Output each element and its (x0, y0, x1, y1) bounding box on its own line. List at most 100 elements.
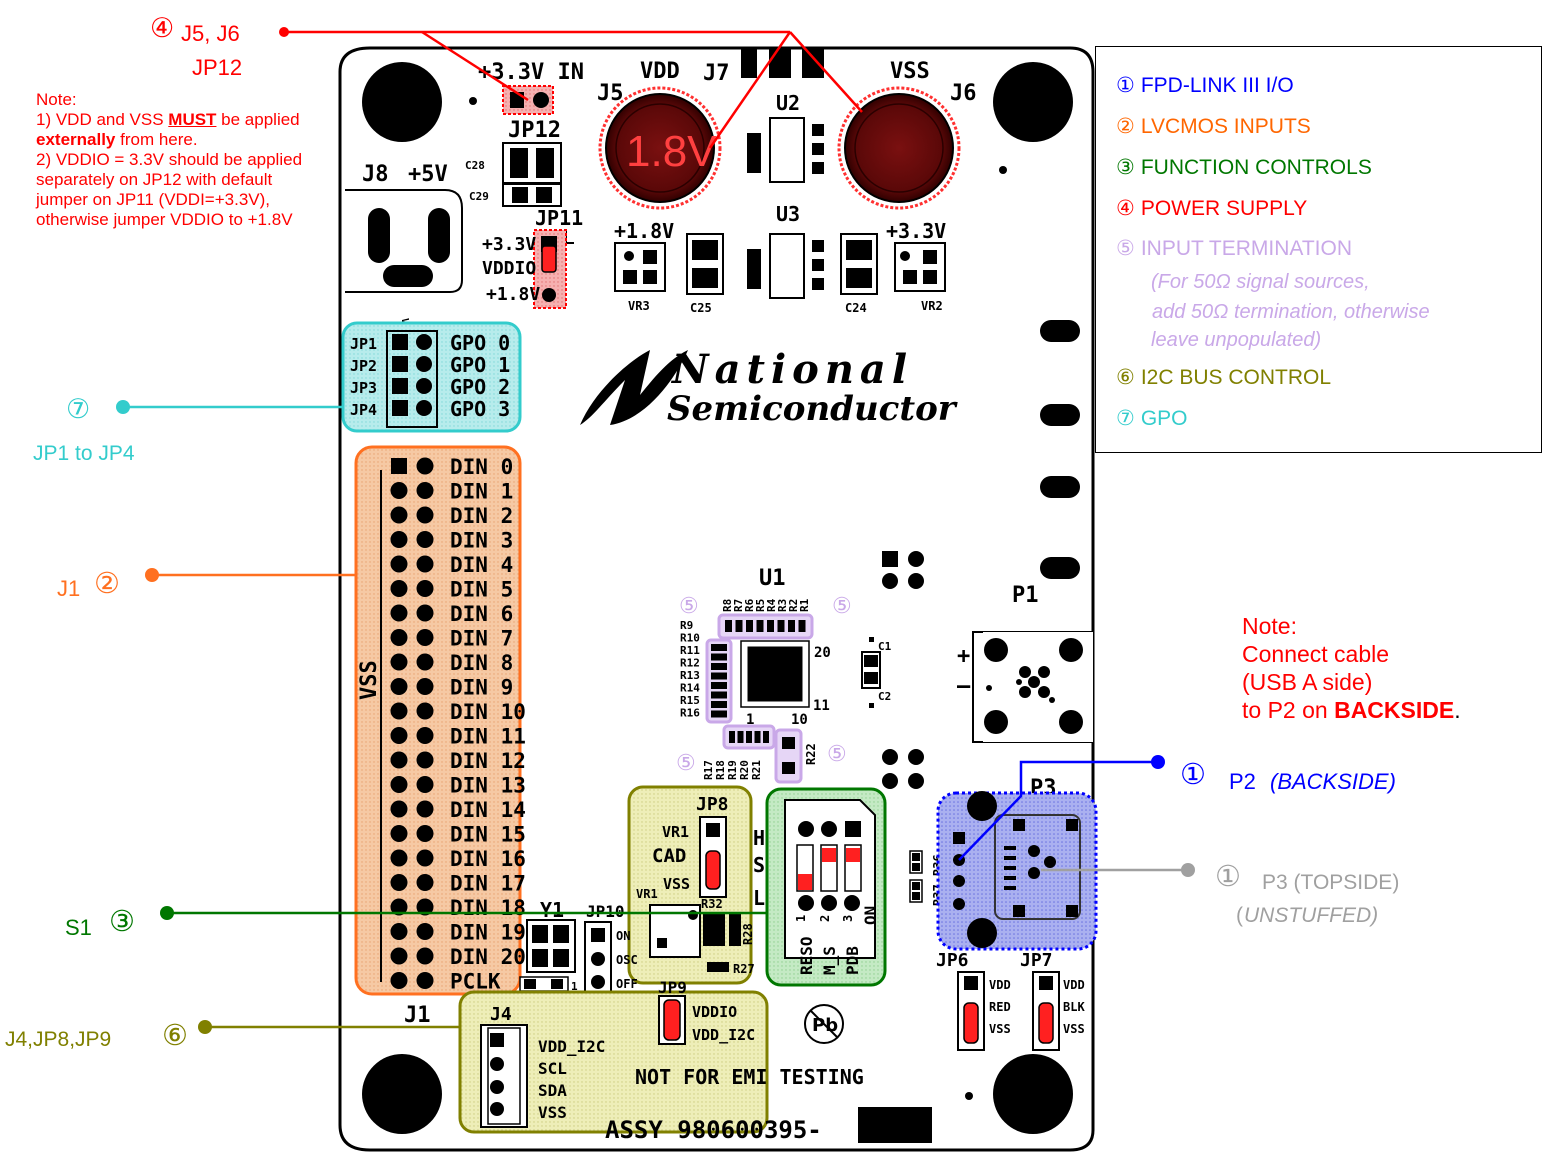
v33in-label: +3.3V IN (478, 60, 584, 85)
gpo-pin-square (392, 356, 408, 372)
r-left-pad (711, 701, 727, 708)
jp11-1v8-label: +1.8V (486, 284, 540, 305)
j1-pin (390, 727, 408, 744)
i2c-callout-label: J4,JP8,JP9 (5, 1028, 111, 1051)
jp9-vddio: VDDIO (692, 1003, 737, 1021)
lvcmos-callout-num: ② (94, 568, 120, 600)
u1-pin10: 10 (791, 712, 808, 728)
gpo-pin-square (392, 334, 408, 350)
r-top-pad (798, 620, 806, 632)
j1-pin (416, 555, 434, 573)
legend-item-num: ② (1116, 114, 1135, 138)
gpo-label: GPO 2 (450, 375, 510, 399)
r-top-label: R4 (765, 598, 778, 612)
j5-jack (598, 86, 722, 210)
gpo-callout-num: ⑦ (66, 394, 90, 424)
plus5v-label: +5V (408, 162, 448, 187)
c6-pin1: 1 (571, 980, 578, 993)
func-callout-label: S1 (65, 915, 92, 940)
jp6-pin-label: RED (989, 1000, 1011, 1014)
r-left-pad (711, 672, 727, 680)
semiconductor-text: Semiconductor (667, 389, 958, 429)
gpo-pin-round (416, 378, 432, 394)
r-top-label: R5 (754, 599, 767, 612)
din-label: DIN 18 (450, 896, 526, 920)
din-label: DIN 4 (450, 553, 513, 577)
din-label: DIN 13 (450, 774, 526, 798)
din-label: DIN 6 (450, 602, 513, 626)
j1-pin (390, 849, 408, 867)
r-top-pad (756, 620, 764, 632)
legend-item-label: FUNCTION CONTROLS (1140, 156, 1372, 179)
j1-pin (416, 604, 434, 622)
din-label: DIN 7 (450, 627, 513, 651)
r-bottom-label: R17 (702, 760, 715, 780)
jp10-osc: OSC (616, 953, 638, 967)
gpo-callout-label: JP1 to JP4 (33, 442, 135, 465)
din-label: DIN 0 (450, 455, 513, 479)
r-top-pad (767, 620, 774, 632)
note-right-l3: (USB A side) (1242, 669, 1373, 695)
r-left-label: R14 (680, 682, 700, 695)
mount-hole-tr (993, 62, 1073, 142)
r-bottom-label: R18 (714, 760, 727, 780)
jp7-pin-label: VSS (1063, 1022, 1085, 1036)
jp8-cad-label: CAD (652, 845, 686, 867)
jp11-3v3-label: +3.3V (482, 234, 536, 255)
r-left-label: R9 (680, 619, 693, 632)
r-left-pad (711, 644, 727, 651)
j1-pin (416, 874, 434, 891)
legend-item-num: ⑥ (1116, 365, 1135, 389)
r-top-pad (777, 620, 785, 632)
r32-label: R32 (701, 897, 723, 911)
gpo-label: GPO 0 (450, 331, 510, 355)
mount-hole-tl (362, 62, 442, 142)
national-logo (580, 350, 688, 425)
gpo-label: GPO 1 (450, 353, 510, 377)
power-callout-num: ④ (150, 13, 174, 43)
r-left-label: R16 (680, 707, 700, 720)
u2-label: U2 (776, 91, 800, 115)
j8-label: J8 (362, 162, 389, 187)
j1-pin (416, 800, 434, 818)
r-left-pad (711, 710, 727, 718)
j6-jack (837, 86, 961, 210)
j1-pin (416, 923, 434, 940)
r28-label: R28 (741, 923, 755, 945)
gpo-jp-label: JP4 (350, 401, 377, 419)
p1-plus: + (957, 644, 970, 669)
vdd-label: VDD (640, 59, 680, 84)
i2c-callout-num: ⑥ (162, 1020, 188, 1052)
term-callout-3: ⑤ (676, 750, 696, 775)
note-left: Note: 1) VDD and VSS MUST be applied ext… (36, 90, 306, 230)
gpo-pin-square (392, 378, 408, 394)
j1-pin (416, 947, 434, 965)
jp10-on: ON (616, 929, 630, 943)
r-bottom-label: R21 (750, 760, 763, 780)
legend-term-note-3: leave unpopulated) (1151, 329, 1322, 351)
c24-label: C24 (845, 301, 867, 315)
r-top-pad (746, 620, 753, 632)
j1-pin (390, 898, 408, 916)
r-left-label: R11 (680, 644, 700, 657)
din-label: DIN 5 (450, 578, 513, 602)
din-label: DIN 15 (450, 823, 526, 847)
j6-label: J6 (950, 81, 977, 106)
din-label: DIN 19 (450, 921, 526, 945)
u1-pin1: 1 (746, 712, 754, 728)
s1-num-2: 2 (818, 915, 832, 922)
legend-item-label: FPD-LINK III I/O (1140, 74, 1294, 97)
legend-item-num: ⑦ (1116, 406, 1135, 430)
j1-pin (390, 653, 408, 671)
r-left-label: R15 (680, 694, 700, 707)
j1-label: J1 (404, 1003, 431, 1028)
j1-pin (390, 923, 408, 940)
jp7-pin-label: BLK (1063, 1000, 1085, 1014)
jp9-vddi2c: VDD_I2C (692, 1026, 755, 1044)
j1-pin (416, 751, 434, 769)
s1-ms-label: M_S (820, 946, 839, 975)
board-outline (338, 46, 1095, 1152)
r-bottom-label: R20 (738, 760, 751, 780)
